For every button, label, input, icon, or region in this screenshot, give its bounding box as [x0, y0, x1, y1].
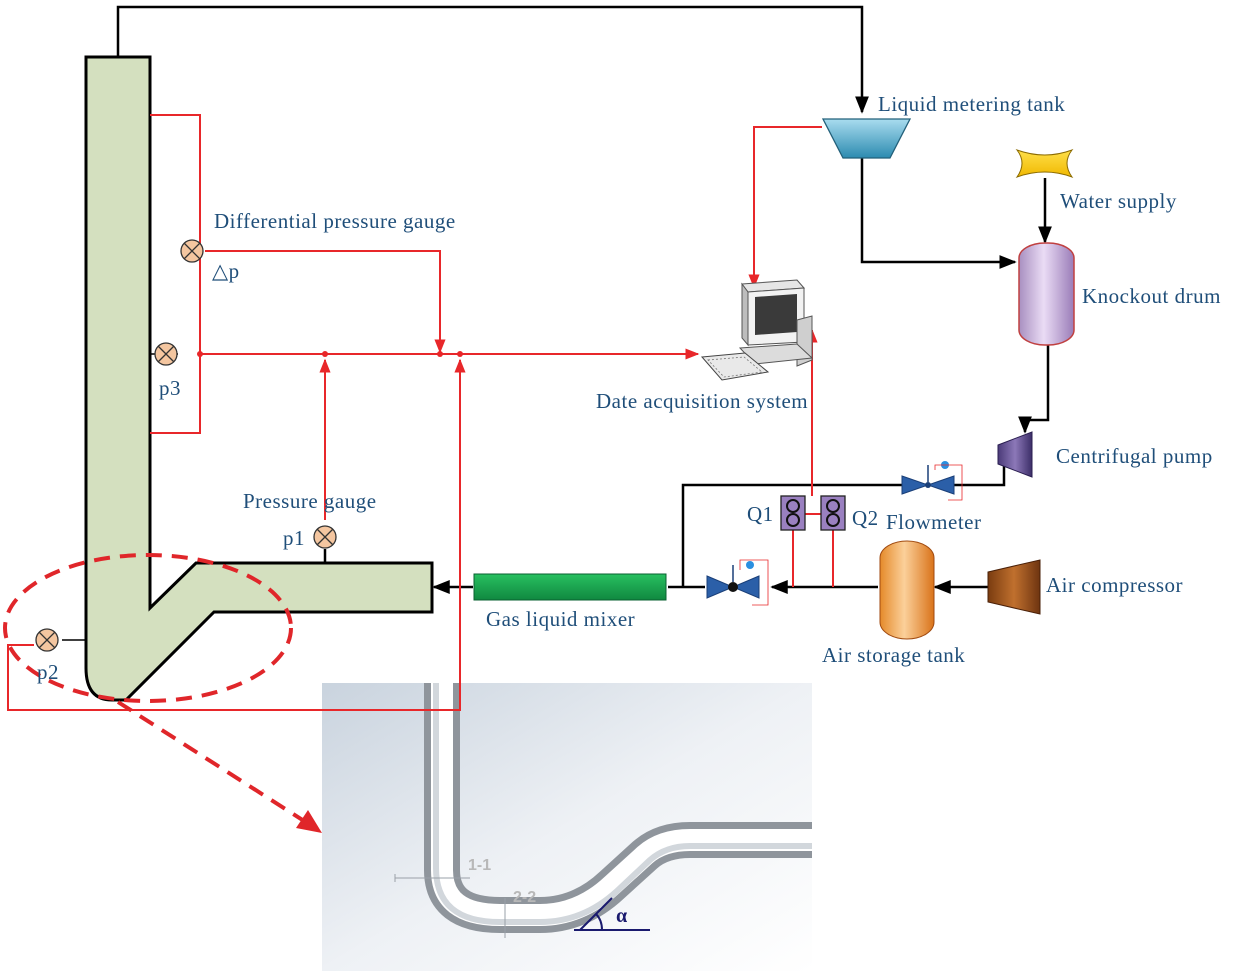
- pressure-gauge-p3-icon: [154, 342, 178, 366]
- liquid-metering-tank-icon: [821, 118, 912, 159]
- signal-dp-to-bus: [205, 250, 446, 354]
- gas-liquid-mixer-icon: [473, 573, 667, 601]
- line-metering-tank-to-drum: [860, 158, 1017, 269]
- junction-dots: [197, 351, 463, 357]
- centrifugal-pump-label: Centrifugal pump: [1056, 444, 1213, 468]
- liquid-valve-icon: [901, 461, 963, 501]
- air-storage-tank-label: Air storage tank: [822, 643, 965, 667]
- air-storage-tank-icon: [879, 540, 935, 640]
- signal-p2-loop: [7, 358, 466, 711]
- gas-valve-icon: [706, 559, 769, 606]
- zoom-arrow-line: [116, 700, 314, 828]
- flowmeter-q1-icon: [780, 495, 806, 531]
- q2-label: Q2: [852, 506, 879, 530]
- gas-liquid-mixer-label: Gas liquid mixer: [486, 607, 635, 631]
- line-drum-to-pump: [1018, 345, 1050, 434]
- q1-label: Q1: [747, 502, 774, 526]
- signal-dp-taps: [150, 114, 201, 434]
- water-supply-label: Water supply: [1060, 189, 1177, 213]
- zoom-callout: [3, 553, 314, 828]
- p3-label: p3: [159, 376, 181, 400]
- differential-pressure-gauge-label: Differential pressure gauge: [214, 209, 456, 233]
- liquid-metering-tank-label: Liquid metering tank: [878, 92, 1065, 116]
- knockout-drum-icon: [1018, 242, 1075, 346]
- line-pipe-top-to-metering-tank: [116, 5, 869, 114]
- date-acquisition-system-label: Date acquisition system: [596, 389, 808, 413]
- zoom-arrow-head: [296, 810, 322, 833]
- differential-pressure-gauge-icon: [180, 239, 204, 263]
- section-1-1-label: 1-1: [468, 857, 491, 874]
- pressure-gauge-label: Pressure gauge: [243, 489, 377, 513]
- angle-alpha-label: α: [616, 905, 627, 927]
- centrifugal-pump-icon: [997, 431, 1033, 478]
- computer-icon: [700, 279, 814, 381]
- flowmeter-label: Flowmeter: [886, 510, 981, 534]
- p1-label: p1: [283, 526, 305, 550]
- pressure-gauge-p2-icon: [35, 628, 59, 652]
- angle-arc: [595, 913, 603, 931]
- water-supply-icon: [1015, 148, 1074, 179]
- air-compressor-label: Air compressor: [1046, 573, 1183, 597]
- pressure-gauge-p1-icon: [313, 525, 337, 549]
- section-2-2-label: 2-2: [513, 889, 536, 906]
- flowmeter-q2-icon: [820, 495, 846, 531]
- inset-pipe-render: 1-1 2-2 α: [322, 683, 812, 971]
- test-pipe: [84, 55, 434, 702]
- p2-label: p2: [37, 660, 59, 684]
- knockout-drum-label: Knockout drum: [1082, 284, 1221, 308]
- highlight-ellipse: [3, 553, 293, 703]
- inset-pipe-highlight: [431, 683, 812, 926]
- delta-p-label: △p: [212, 259, 240, 283]
- air-compressor-icon: [987, 559, 1041, 615]
- line-pump-to-liquid-flowmeter: [681, 462, 1006, 587]
- signal-tank-to-daq: [748, 126, 822, 289]
- inset-pipe-sheen: [433, 683, 812, 925]
- signal-lines: [7, 114, 834, 711]
- process-lines: [62, 5, 1052, 641]
